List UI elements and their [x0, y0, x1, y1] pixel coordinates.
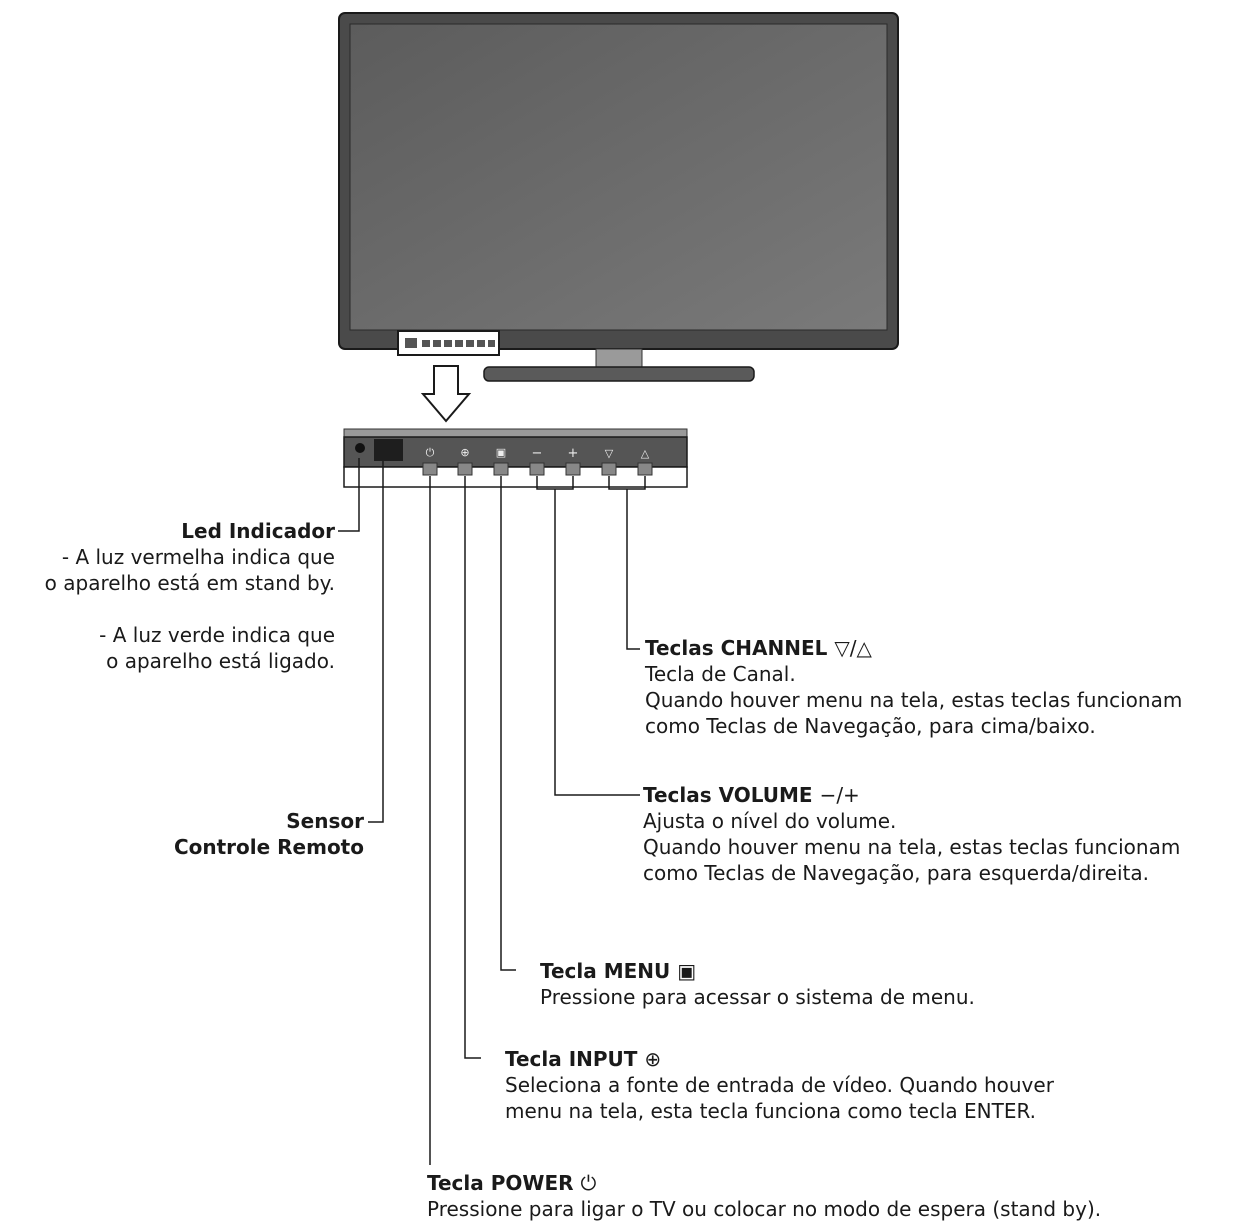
- panel-button-power: ⏻: [422, 446, 438, 476]
- sensor-line1: Sensor: [286, 809, 364, 833]
- remote-sensor-window: [374, 439, 403, 461]
- leader-lines: [338, 458, 646, 1165]
- leader-sensor: [368, 461, 384, 823]
- panel-plus-icon: +: [568, 446, 579, 461]
- channel-line3: como Teclas de Navegação, para cima/baix…: [645, 714, 1096, 738]
- tv-stand-base: [483, 366, 755, 382]
- panel-triangle-up-icon: △: [641, 447, 650, 460]
- input-icon: ⊕: [644, 1047, 662, 1071]
- tv-illustration: [338, 12, 899, 382]
- leader-menu: [500, 476, 516, 971]
- led-line2: o aparelho está em stand by.: [44, 571, 335, 595]
- panel-button-input: ⊕: [457, 446, 473, 476]
- panel-button-channel-down: ▽: [601, 447, 617, 476]
- power-line1: Pressione para ligar o TV ou colocar no …: [427, 1197, 1102, 1221]
- led-line4: o aparelho está ligado.: [106, 649, 335, 673]
- panel-power-icon: ⏻: [426, 446, 435, 459]
- input-line1: Seleciona a fonte de entrada de vídeo. Q…: [505, 1073, 1054, 1097]
- input-title: Tecla INPUT: [505, 1047, 638, 1071]
- panel-menu-icon: ▣: [496, 446, 506, 459]
- menu-title: Tecla MENU: [540, 959, 671, 983]
- volume-line2: Quando houver menu na tela, estas teclas…: [643, 835, 1181, 859]
- label-input: Tecla INPUT ⊕ Seleciona a fonte de entra…: [505, 1046, 1054, 1124]
- panel-button-menu: ▣: [493, 446, 509, 476]
- led-title: Led Indicador: [181, 519, 335, 543]
- label-volume: Teclas VOLUME −/+ Ajusta o nível do volu…: [643, 782, 1180, 886]
- led-line3: - A luz verde indica que: [99, 623, 335, 647]
- label-sensor: Sensor Controle Remoto: [174, 808, 364, 860]
- panel-button-volume-down: −: [529, 446, 545, 476]
- label-power: Tecla POWER ⏻ Pressione para ligar o TV …: [427, 1170, 1101, 1222]
- power-icon: ⏻: [580, 1171, 597, 1195]
- panel-bottom-lip: [343, 466, 688, 488]
- panel-button-volume-up: +: [565, 446, 581, 476]
- leader-led: [338, 458, 360, 532]
- label-led-indicator: Led Indicador - A luz vermelha indica qu…: [45, 518, 335, 674]
- panel-input-icon: ⊕: [460, 446, 469, 459]
- volume-title: Teclas VOLUME: [643, 783, 813, 807]
- leader-volume-drop: [554, 489, 640, 796]
- volume-line3: como Teclas de Navegação, para esquerda/…: [643, 861, 1149, 885]
- panel-minus-icon: −: [532, 446, 543, 461]
- channel-line1: Tecla de Canal.: [645, 662, 796, 686]
- channel-triangle-icon: ▽/△: [834, 636, 872, 660]
- label-menu: Tecla MENU ▣ Pressione para acessar o si…: [540, 958, 975, 1010]
- power-title: Tecla POWER: [427, 1171, 574, 1195]
- menu-line1: Pressione para acessar o sistema de menu…: [540, 985, 975, 1009]
- zoom-arrow-icon: [420, 365, 472, 423]
- tv-control-buttons-mini: [405, 338, 495, 348]
- label-channel: Teclas CHANNEL ▽/△ Tecla de Canal. Quand…: [645, 635, 1182, 739]
- volume-minus-plus-icon: −/+: [819, 783, 860, 807]
- control-panel: ⏻ ⊕ ▣ − + ▽ △: [343, 428, 688, 488]
- menu-icon: ▣: [677, 959, 697, 983]
- leader-input: [464, 476, 481, 1059]
- input-line2: menu na tela, esta tecla funciona como t…: [505, 1099, 1037, 1123]
- panel-triangle-down-icon: ▽: [605, 447, 614, 460]
- led-line1: - A luz vermelha indica que: [61, 545, 335, 569]
- led-indicator: [355, 443, 365, 453]
- tv-screen: [349, 23, 888, 331]
- sensor-line2: Controle Remoto: [173, 835, 364, 859]
- panel-button-channel-up: △: [637, 447, 653, 476]
- panel-top-strip: [343, 428, 688, 438]
- channel-title: Teclas CHANNEL: [645, 636, 828, 660]
- volume-line1: Ajusta o nível do volume.: [643, 809, 897, 833]
- tv-stand-neck: [595, 348, 643, 368]
- channel-line2: Quando houver menu na tela, estas teclas…: [645, 688, 1183, 712]
- leader-channel-drop: [626, 489, 640, 650]
